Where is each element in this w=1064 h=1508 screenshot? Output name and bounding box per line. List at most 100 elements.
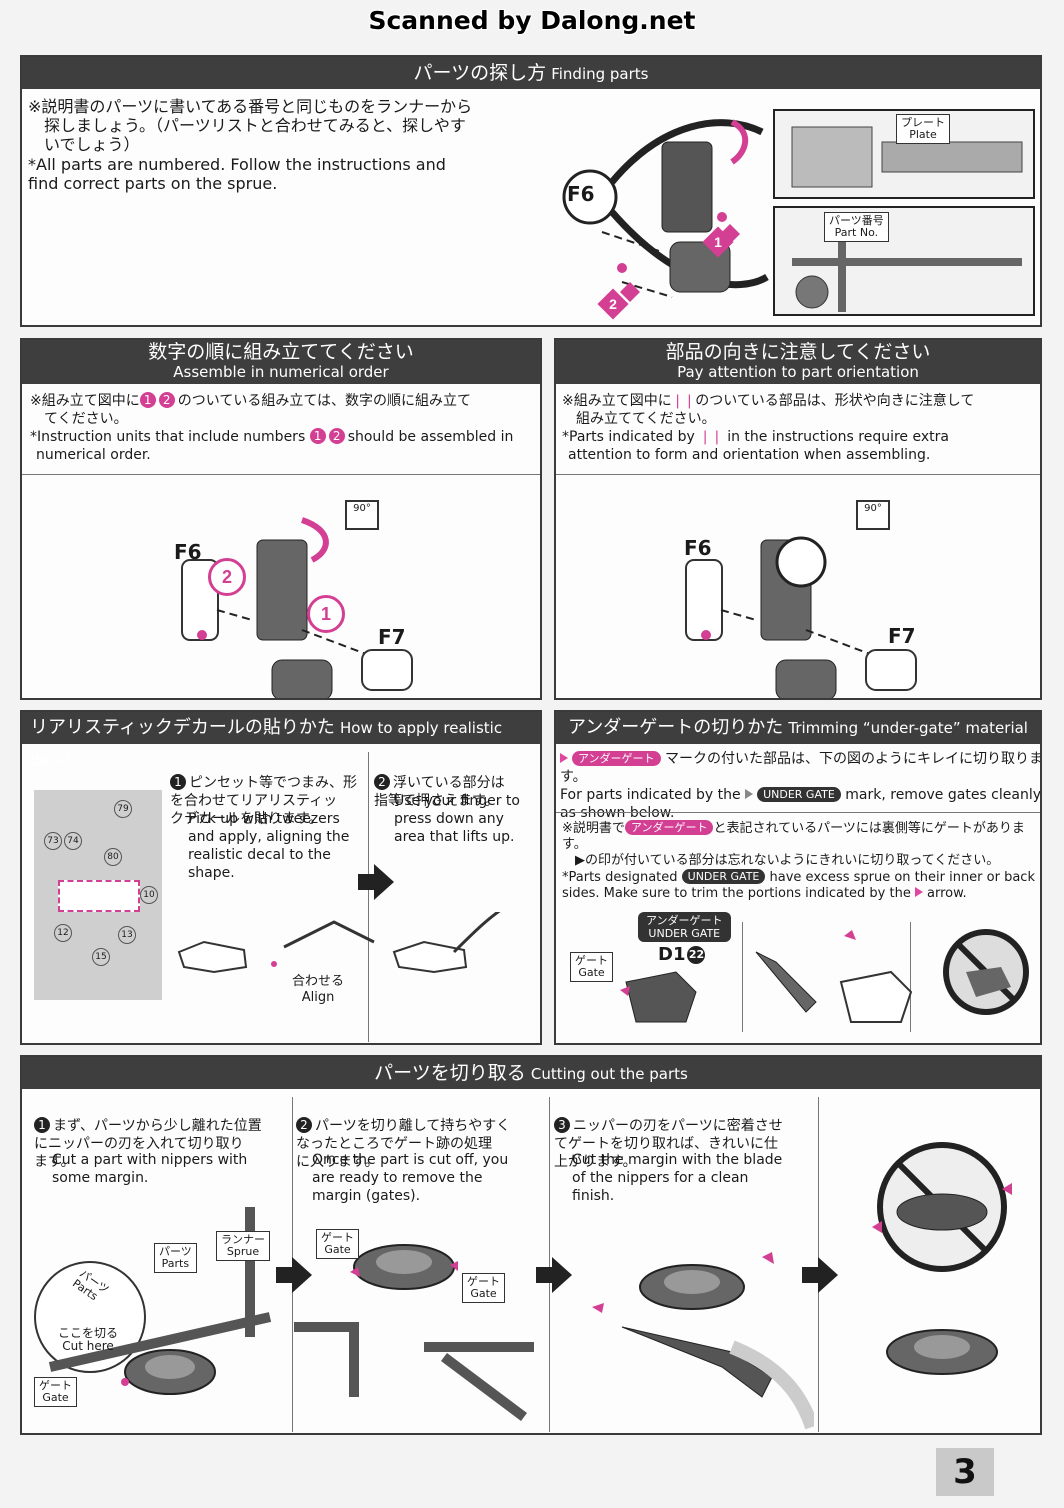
n1-marker: 1	[139, 392, 156, 408]
decal-sheet: 79 73 74 80 10 12 13 15	[34, 790, 162, 1000]
decal-80: 80	[104, 848, 122, 866]
undergate-note3-a: *Parts designated	[562, 870, 678, 885]
undergate-gate-en: Gate	[578, 966, 605, 979]
cutting-cuthere-jp: ここを切る	[58, 1326, 119, 1340]
decal-13: 13	[118, 926, 136, 944]
decals-panel: リアリスティックデカールの貼りかた How to apply realistic…	[20, 710, 542, 1045]
finding-text-en: *All parts are numbered. Follow the inst…	[28, 155, 446, 193]
undergate-line2-a: For parts indicated by the	[560, 787, 741, 803]
orientation-divider	[556, 474, 1040, 475]
decals-vsep	[368, 752, 369, 1042]
decals-step2-num: 2	[374, 774, 390, 790]
undergate-vsep-1	[742, 922, 743, 1032]
undergate-label: アンダーゲート UNDER GATE	[638, 912, 731, 942]
cutting-illustration-4	[872, 1142, 1012, 1375]
orientation-text-jp-b: のついている部品は、形状や向きに注意して	[695, 393, 975, 409]
cutting-title-en: Cutting out the parts	[530, 1065, 688, 1083]
numerical-text-en-b: should be assembled in	[347, 429, 514, 445]
orientation-panel: 部品の向きに注意してください Pay attention to part ori…	[554, 338, 1042, 700]
orientation-text-en-c: attention to form and orientation when a…	[568, 447, 931, 463]
numerical-title-jp: 数字の順に組み立ててください	[148, 341, 414, 363]
plate-label-jp: プレート	[901, 116, 945, 129]
decals-align-en: Align	[301, 990, 335, 1005]
orientation-title-jp: 部品の向きに注意してください	[665, 341, 931, 363]
undergate-note3-b: have excess sprue on their inner or back	[769, 870, 1035, 885]
cutting-step2-en: Once the part is cut off, you are ready …	[312, 1152, 509, 1204]
n2-marker-en: 2	[328, 428, 345, 444]
watermark: Scanned by Dalong.net	[368, 6, 696, 35]
undergate-label-en: UNDER GATE	[648, 927, 721, 940]
undergate-note1-b: と表記されているパーツには裏側等にゲートがあります。	[562, 821, 1025, 852]
decal-highlight	[58, 880, 140, 912]
undergate-vsep-2	[910, 922, 911, 1032]
decals-title-jp: リアリスティックデカールの貼りかた	[30, 717, 335, 738]
cutting-gate-label-2: ゲート Gate	[316, 1229, 359, 1259]
cutting-cuthere-label: ここを切る Cut here	[58, 1327, 118, 1353]
numerical-text-en-a: *Instruction units that include numbers	[30, 429, 306, 445]
plate-label: プレート Plate	[896, 114, 950, 144]
orientation-header: 部品の向きに注意してください Pay attention to part ori…	[556, 340, 1040, 384]
cutting-parts-jp: パーツ	[159, 1245, 192, 1258]
cutting-header: パーツを切り取る Cutting out the parts	[22, 1057, 1040, 1089]
orientation-text-jp-a: ※組み立て図中に	[562, 393, 672, 409]
cutting-cuthere-en: Cut here	[62, 1339, 114, 1353]
cutting-gate-2-jp: ゲート	[321, 1231, 354, 1244]
cutting-runner-en: Sprue	[226, 1245, 260, 1258]
cutting-arrow-2	[536, 1257, 572, 1293]
decals-illustration	[177, 912, 501, 974]
cutting-parts-label: パーツ Parts	[154, 1243, 197, 1273]
undergate-tag-jp: アンダーゲート	[572, 751, 661, 766]
undergate-divider	[556, 812, 1040, 813]
page-number: 3	[936, 1448, 994, 1496]
undergate-notes: ※説明書でアンダーゲートと表記されているパーツには裏側等にゲートがあります。 ▶…	[562, 820, 1040, 902]
cutting-arrow-1	[276, 1257, 312, 1293]
decals-step1-num: 1	[170, 774, 186, 790]
orientation-f6: F6	[684, 536, 712, 560]
partno-label-en: Part No.	[834, 226, 879, 239]
orientation-f7: F7	[888, 624, 916, 648]
decal-12: 12	[54, 924, 72, 942]
undergate-gate-jp: ゲート	[575, 954, 608, 967]
undergate-note2: ▶の印が付いている部分は忘れないようにきれいに切り取ってください。	[562, 853, 1000, 868]
decal-15: 15	[92, 948, 110, 966]
numerical-f6: F6	[174, 540, 202, 564]
n1-marker-en: 1	[309, 428, 326, 444]
finding-step1-num: 1	[714, 234, 722, 250]
partno-label: パーツ番号 Part No.	[824, 212, 889, 242]
cutting-step2-jp: パーツを切り離して持ちやすく なったところでゲート跡の処理 に入ります。	[296, 1118, 511, 1170]
finding-text-jp: ※説明書のパーツに書いてある番号と同じものをランナーから 探しましょう。（パーツ…	[28, 97, 473, 154]
undergate-part-label: D1	[658, 944, 686, 965]
cutting-arrow-3	[802, 1257, 838, 1293]
decals-header: リアリスティックデカールの貼りかた How to apply realistic…	[22, 712, 540, 769]
n2-marker: 2	[158, 392, 175, 408]
cutting-gate-2-en: Gate	[324, 1243, 351, 1256]
undergate-header: アンダーゲートの切りかた Trimming “under-gate” mater…	[556, 712, 1040, 744]
undergate-note4-b: arrow.	[926, 886, 967, 901]
finding-parts-panel: パーツの探し方 Finding parts ※説明書のパーツに書いてある番号と同…	[20, 55, 1042, 327]
cutting-step2-num: 2	[296, 1117, 312, 1133]
undergate-gate-label: ゲート Gate	[570, 952, 613, 982]
undergate-intro: アンダーゲート マークの付いた部品は、下の図のようにキレイに切り取ります。 Fo…	[560, 750, 1042, 822]
decal-79: 79	[114, 800, 132, 818]
partno-label-jp: パーツ番号	[829, 214, 884, 227]
undergate-line2-b: mark, remove gates cleanly	[845, 787, 1041, 803]
cutting-gate-label-3: ゲート Gate	[462, 1273, 505, 1303]
decals-step1-en: Pick up with tweezers and apply, alignin…	[188, 811, 350, 881]
decals-step1-jp: ピンセット等でつまみ、形 を合わせてリアリスティッ クデカールを貼ります。	[170, 775, 357, 827]
cutting-step3-jp: ニッパーの刃をパーツに密着させ てゲートを切り取れば、きれいに仕 上がります。	[554, 1118, 783, 1170]
numerical-f7: F7	[378, 625, 406, 649]
numerical-step1-circle: 1	[307, 595, 345, 633]
cutting-gate-1-en: Gate	[42, 1391, 69, 1404]
orientation-text-jp-c: 組み立ててください。	[576, 411, 716, 427]
numerical-text-jp-b: のついている組み立ては、数字の順に組み立て	[177, 393, 472, 409]
undergate-line2-c: as shown below.	[560, 805, 675, 821]
undergate-note4: sides. Make sure to trim the portions in…	[562, 886, 911, 901]
decals-next-arrow	[358, 864, 394, 900]
undergate-line1: マークの付いた部品は、下の図のようにキレイに切り取ります。	[560, 751, 1042, 785]
cutting-gate-3-jp: ゲート	[467, 1275, 500, 1288]
